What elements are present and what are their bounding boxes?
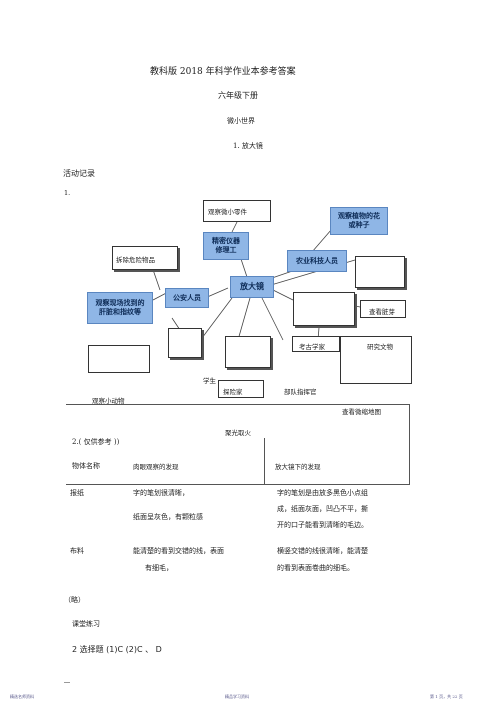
explorer-label: 探险家	[223, 388, 243, 396]
header-object: 物体名称	[72, 462, 100, 470]
fingerprint-node: 观察现场找到的 肝脏和指纹等	[87, 292, 153, 324]
unit-title: 微小世界	[227, 117, 255, 125]
footer-left: 精选名师资料	[10, 694, 34, 699]
row1-name: 报纸	[70, 489, 84, 497]
small-animals-label: 观察小动物	[92, 397, 125, 405]
table-note: 2.( 仅供参考 ))	[72, 438, 120, 446]
blank-box-mid-right	[293, 292, 355, 326]
center-node-magnifier: 放大镜	[230, 276, 274, 298]
activity-heading: 活动记录	[63, 169, 95, 178]
student-label: 学生	[203, 377, 216, 385]
newspaper-label: 查看脏芽	[369, 308, 395, 316]
dismantle-label: 拆除危险物品	[116, 256, 155, 264]
newspaper-box: 查看脏芽	[360, 300, 406, 318]
relics-box: 研究文物	[340, 336, 412, 384]
row1-naked-line2: 纸面呈灰色，有颗粒感	[133, 513, 203, 521]
commander-label: 部队指挥官	[284, 388, 317, 396]
archaeologist-label: 考古学家	[299, 343, 325, 351]
table-top-border	[66, 404, 410, 405]
row2-name: 布料	[70, 547, 84, 555]
header-magnified: 放大镜下的发现	[275, 463, 321, 471]
lesson-title: 1. 放大镜	[233, 142, 263, 150]
row1-mag-line1: 字的笔划是由放多黑色小点组	[277, 489, 368, 497]
item-number-1: 1.	[64, 189, 71, 197]
parts-box: 观察微小零件	[203, 200, 271, 222]
table-right-border	[409, 404, 410, 484]
blank-box-center-left	[168, 328, 202, 358]
dismantle-box: 拆除危险物品	[112, 246, 178, 270]
table-mid-column-rule	[264, 438, 265, 484]
practice-heading: 课堂练习	[72, 620, 100, 628]
blank-box-left	[88, 345, 150, 373]
row2-naked-line2: 有细毛，	[145, 564, 173, 572]
police-node: 公安人员	[165, 288, 209, 308]
map-label: 查看微缩地图	[342, 408, 381, 416]
grade-label: 六年级下册	[218, 91, 258, 100]
table-header-separator	[66, 484, 410, 485]
document-title: 教科版 2018 年科学作业本参考答案	[150, 67, 296, 77]
omitted-note: （略）	[64, 596, 85, 604]
footer-page-number: 第 1 页，共 22 页	[430, 694, 463, 699]
row2-naked-line1: 能清楚的看到交错的线，表面	[133, 547, 224, 555]
blank-box-center	[225, 336, 271, 368]
footer-center: 精品学习资料	[225, 694, 249, 699]
choice-answers: 2 选择题 (1)C (2)C 、 D	[72, 645, 162, 654]
explorer-box: 探险家	[218, 380, 264, 398]
row1-mag-line3: 开的口子能看到清晰的毛边。	[277, 521, 368, 529]
row1-naked-line1: 字的笔划很清晰，	[133, 489, 189, 497]
mind-map-lines	[147, 219, 366, 341]
relics-label: 研究文物	[367, 343, 393, 351]
parts-label: 观察微小零件	[208, 208, 247, 216]
farmer-node: 农业科技人员	[287, 250, 347, 272]
flower-node: 观察植物的花 或种子	[330, 207, 388, 235]
header-naked-eye: 肉眼观察的发现	[133, 463, 179, 471]
archaeologist-box: 考古学家	[292, 336, 340, 352]
repair-node: 精密仪器 修理工	[203, 232, 249, 260]
footer-mark	[64, 682, 70, 683]
row2-mag-line1: 横竖交错的线很清晰，能清楚	[277, 547, 368, 555]
focus-label: 聚光取火	[225, 429, 251, 437]
blank-box-right-top	[355, 256, 405, 288]
row2-mag-line2: 的看到表面卷曲的细毛。	[277, 564, 354, 572]
row1-mag-line2: 成，纸面灰面，凹凸不平，撕	[277, 505, 368, 513]
